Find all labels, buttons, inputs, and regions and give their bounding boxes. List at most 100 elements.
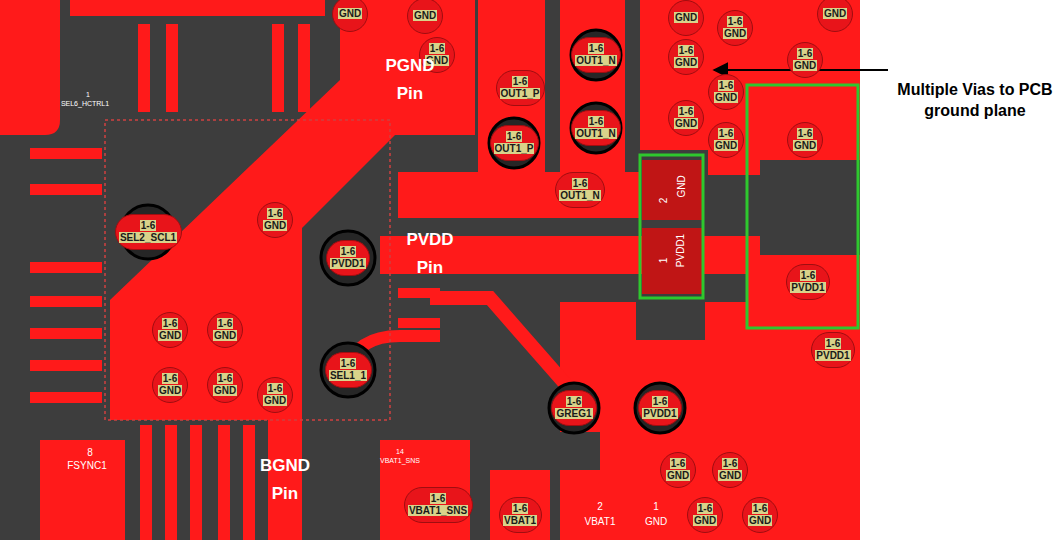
via-pad: 1-6VBAT1: [499, 497, 542, 533]
pin-label: 1: [659, 257, 670, 263]
net-name: GND: [263, 395, 287, 406]
layer-range: 1-6: [512, 76, 528, 87]
net-name: GND: [263, 220, 287, 231]
pad: [642, 160, 702, 294]
via-pad: 1-6GND: [668, 39, 704, 75]
pin-callout: PVDD Pin: [398, 226, 462, 282]
via-pad: 1-6GND: [257, 202, 293, 238]
net-name: OUT1_N: [575, 55, 616, 66]
pin-label: PVDD1: [675, 233, 686, 266]
page-ground: [860, 0, 1063, 540]
layer-range: 1-6: [800, 270, 816, 281]
via-pad: 1-6GND: [712, 452, 748, 488]
layer-range: 1-6: [825, 338, 841, 349]
layer-range: 1-6: [718, 128, 734, 139]
net-name: GND: [793, 60, 817, 71]
net-name: GND: [748, 515, 772, 526]
via-pad: 1-6PVDD1: [638, 390, 682, 426]
net-name: PVDD1: [815, 350, 850, 361]
net-name: GND: [338, 8, 362, 19]
via-pad: 1-6GND: [787, 122, 823, 158]
net-name: GND: [674, 12, 698, 23]
layer-range: 1-6: [566, 396, 582, 407]
ic-outline: [105, 120, 390, 420]
layer-range: 1-6: [162, 373, 178, 384]
net-name: PVDD1: [642, 408, 677, 419]
pcb-background: [0, 0, 860, 540]
net-name: GREG1: [555, 408, 592, 419]
pin-label: 2: [597, 501, 603, 512]
layer-range: 1-6: [797, 48, 813, 59]
net-name: GND: [213, 330, 237, 341]
pin-label: 8: [87, 447, 93, 458]
layer-range: 1-6: [678, 106, 694, 117]
via-pad: GND: [407, 0, 443, 34]
layer-range: 1-6: [797, 128, 813, 139]
net-name: GND: [158, 385, 182, 396]
net-name: OUT1_N: [559, 190, 600, 201]
pin-callout: BGND Pin: [253, 452, 317, 508]
via-pad: 1-6GND: [152, 367, 188, 403]
layer-range: 1-6: [652, 396, 668, 407]
via-pad: 1-6GREG1: [551, 390, 597, 426]
pin-callout: PGND Pin: [378, 52, 442, 108]
layer-range: 1-6: [512, 503, 528, 514]
via-pad: 1-6GND: [207, 367, 243, 403]
via-pad: 1-6GND: [668, 100, 704, 136]
layer-range: 1-6: [217, 373, 233, 384]
layer-range: 1-6: [430, 493, 446, 504]
highlight-box: [747, 85, 858, 328]
via-pad: 1-6GND: [787, 42, 823, 78]
via-pad: 1-6OUT1_N: [571, 37, 621, 73]
via-pad: 1-6GND: [742, 497, 778, 533]
highlight-box: [640, 155, 703, 298]
net-name: VBAT1_SNS: [408, 505, 468, 516]
layer-range: 1-6: [722, 458, 738, 469]
via-antipad: [121, 30, 685, 433]
pin-label: SEL6_HCTRL1: [61, 100, 109, 108]
net-name: GND: [666, 470, 690, 481]
net-name: GND: [718, 470, 742, 481]
via-pad: GND: [668, 0, 704, 36]
via-pad: 1-6OUT1_P: [490, 125, 539, 161]
net-name: GND: [674, 118, 698, 129]
via-pad: 1-6VBAT1_SNS: [404, 487, 473, 523]
pin-label: VBAT1: [585, 516, 616, 527]
layer-range: 1-6: [670, 458, 686, 469]
via-pad: 1-6GND: [687, 497, 723, 533]
copper-pour: [0, 0, 860, 540]
net-name: GND: [823, 8, 847, 19]
net-name: VBAT1: [503, 515, 537, 526]
via-pad: 1-6GND: [152, 312, 188, 348]
callout-note: Multiple Vias to PCB ground plane: [891, 79, 1059, 121]
via-pad: 1-6GND: [257, 377, 293, 413]
net-name: SEL1_1: [329, 370, 367, 381]
net-name: OUT1_N: [575, 128, 616, 139]
net-name: GND: [793, 140, 817, 151]
pin-label: FSYNC1: [67, 460, 106, 471]
net-name: OUT1_P: [494, 143, 535, 154]
pin-label: VBAT1_SNS: [380, 457, 420, 465]
layer-range: 1-6: [678, 45, 694, 56]
pin-label: 1: [86, 91, 90, 99]
via-pad: 1-6SEL2_SCL1: [115, 214, 182, 250]
via-pad: 1-6PVDD1: [811, 332, 855, 368]
net-name: GND: [714, 140, 738, 151]
pin-label: GND: [645, 516, 667, 527]
layer-range: 1-6: [267, 208, 283, 219]
via-pad: 1-6GND: [708, 122, 744, 158]
layer-range: 1-6: [752, 503, 768, 514]
layer-range: 1-6: [140, 220, 156, 231]
via-pad: 1-6GND: [708, 74, 744, 110]
layer-range: 1-6: [718, 80, 734, 91]
pin-label: 2: [659, 197, 670, 203]
net-name: OUT1_P: [500, 88, 541, 99]
net-name: PVDD1: [330, 258, 365, 269]
net-name: GND: [213, 385, 237, 396]
net-name: GND: [723, 28, 747, 39]
via-pad: 1-6GND: [660, 452, 696, 488]
via-pad: 1-6OUT1_P: [496, 70, 545, 106]
layer-range: 1-6: [340, 358, 356, 369]
pin-label: 1: [653, 501, 659, 512]
layer-range: 1-6: [340, 246, 356, 257]
